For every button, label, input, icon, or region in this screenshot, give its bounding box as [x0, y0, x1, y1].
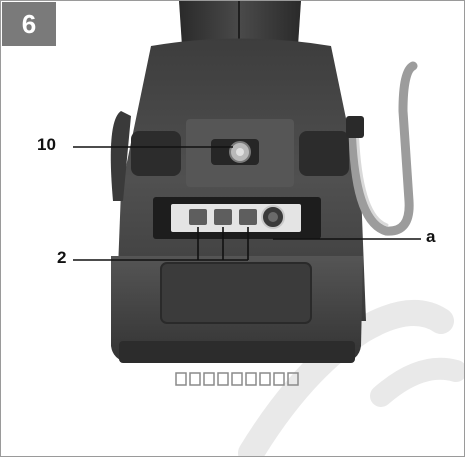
battery-release-button	[160, 262, 312, 324]
battery-base	[119, 341, 355, 363]
left-side-pad	[131, 131, 181, 176]
belt-clip-mount	[346, 116, 364, 138]
battery-led-1	[189, 209, 207, 225]
base-embossing	[175, 372, 299, 386]
left-shoulder	[110, 111, 131, 201]
belt-clip-highlight	[355, 119, 389, 227]
callout-label-10: 10	[37, 135, 56, 154]
battery-check-button-center	[268, 212, 278, 222]
watermark-arc-2	[370, 357, 464, 407]
right-side-pad	[299, 131, 349, 176]
belt-clip	[348, 61, 418, 236]
battery-led-3	[239, 209, 257, 225]
callout-label-a: a	[426, 227, 436, 246]
callout-label-2: 2	[57, 248, 67, 267]
callout-lines-2	[73, 227, 249, 261]
figure-number-badge: 6	[2, 2, 56, 46]
direction-switch-knob-center	[236, 148, 244, 156]
battery-led-2	[214, 209, 232, 225]
